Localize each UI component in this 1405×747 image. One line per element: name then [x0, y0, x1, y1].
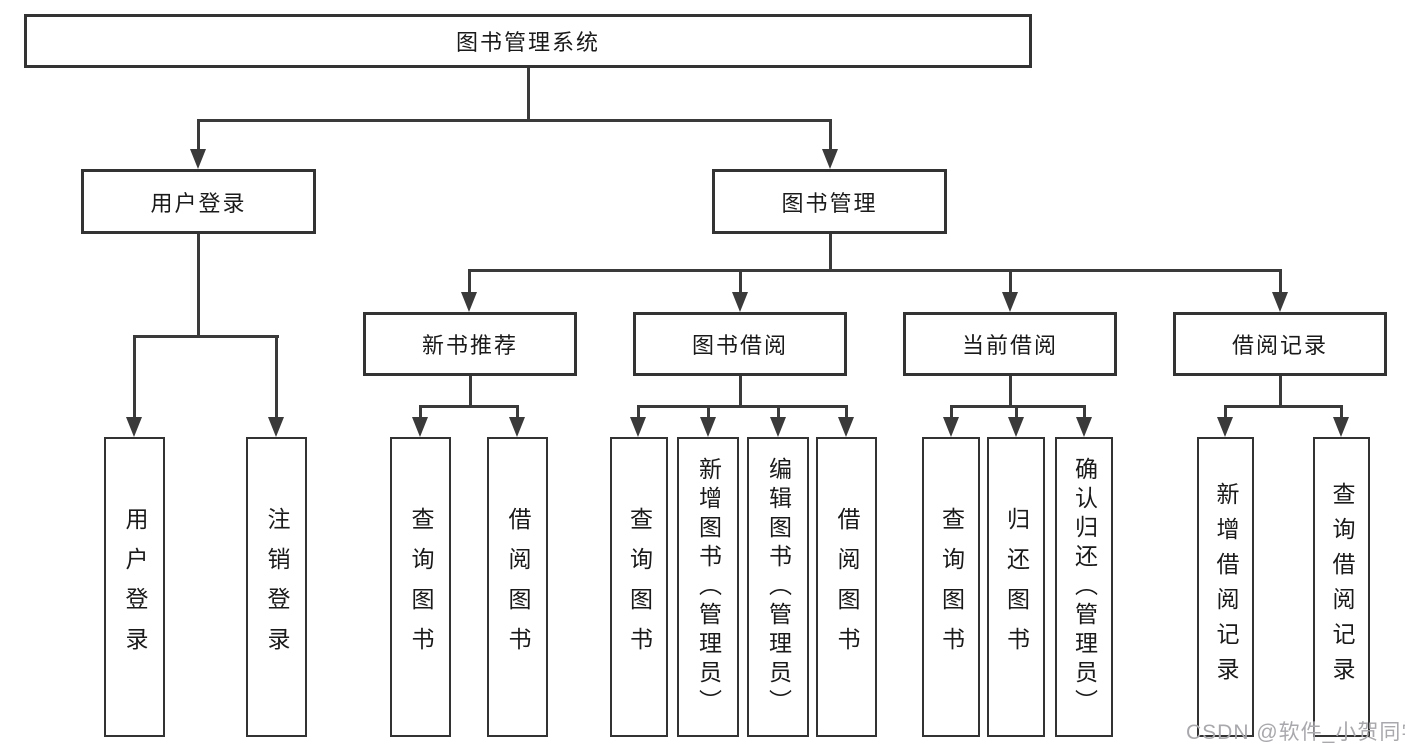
leaf-edit-book-admin: 编辑图书（管理员） — [747, 437, 809, 737]
connector-vline — [637, 405, 640, 419]
node-root-label: 图书管理系统 — [455, 30, 600, 55]
connector-vline — [1340, 405, 1343, 419]
node-root: 图书管理系统 — [24, 14, 1032, 68]
connector-vline — [1015, 405, 1018, 419]
leaf-return-book: 归还图书 — [987, 437, 1045, 737]
connector-vline — [1009, 269, 1012, 294]
connector-vline — [950, 405, 953, 419]
leaf-borrow-books-2-label: 借阅图书 — [834, 507, 860, 667]
leaf-add-borrow-record: 新增借阅记录 — [1197, 437, 1254, 737]
arrowhead-down-icon — [1272, 292, 1288, 312]
connector-vline — [468, 269, 471, 294]
arrowhead-down-icon — [1008, 417, 1024, 437]
leaf-query-books-current: 查询图书 — [922, 437, 980, 737]
arrowhead-down-icon — [838, 417, 854, 437]
leaf-logout-label: 注销登录 — [264, 507, 290, 667]
leaf-borrow-books-recommend-label: 借阅图书 — [505, 507, 531, 667]
leaf-query-books-recommend-label: 查询图书 — [408, 507, 434, 667]
connector-vline — [197, 234, 200, 337]
node-book-management: 图书管理 — [712, 169, 947, 234]
arrowhead-down-icon — [732, 292, 748, 312]
node-borrow-records: 借阅记录 — [1173, 312, 1387, 376]
arrowhead-down-icon — [461, 292, 477, 312]
connector-hline — [133, 335, 279, 338]
connector-vline — [1009, 376, 1012, 408]
connector-vline — [707, 405, 710, 419]
arrowhead-down-icon — [770, 417, 786, 437]
arrowhead-down-icon — [190, 149, 206, 169]
arrowhead-down-icon — [822, 149, 838, 169]
watermark-text: CSDN @软件_小贺同学 — [1186, 721, 1405, 744]
leaf-add-book-admin: 新增图书（管理员） — [677, 437, 739, 737]
connector-hline — [637, 405, 847, 408]
leaf-return-book-label: 归还图书 — [1003, 507, 1030, 667]
connector-hline — [1224, 405, 1343, 408]
leaf-confirm-return-admin: 确认归还（管理员） — [1055, 437, 1113, 737]
arrowhead-down-icon — [1002, 292, 1018, 312]
arrowhead-down-icon — [700, 417, 716, 437]
node-new-book-recommend-label: 新书推荐 — [421, 333, 518, 358]
connector-vline — [739, 269, 742, 294]
connector-vline — [1279, 269, 1282, 294]
connector-vline — [1224, 405, 1227, 419]
connector-vline — [1279, 376, 1282, 408]
leaf-add-borrow-record-label: 新增借阅记录 — [1213, 482, 1239, 692]
connector-vline — [1083, 405, 1086, 419]
arrowhead-down-icon — [412, 417, 428, 437]
leaf-query-borrow-record-label: 查询借阅记录 — [1329, 482, 1355, 692]
leaf-query-books-borrow: 查询图书 — [610, 437, 668, 737]
leaf-logout: 注销登录 — [246, 437, 307, 737]
connector-hline — [468, 269, 1282, 272]
connector-vline — [197, 119, 200, 151]
connector-vline — [275, 335, 278, 419]
arrowhead-down-icon — [1333, 417, 1349, 437]
leaf-user-login-label: 用户登录 — [122, 507, 148, 667]
leaf-borrow-books-2: 借阅图书 — [816, 437, 877, 737]
node-book-borrow-label: 图书借阅 — [691, 333, 788, 358]
leaf-confirm-return-admin-label: 确认归还（管理员） — [1071, 456, 1098, 718]
leaf-query-books-current-label: 查询图书 — [938, 507, 965, 667]
connector-vline — [516, 405, 519, 419]
leaf-query-books-recommend: 查询图书 — [390, 437, 451, 737]
connector-vline — [469, 376, 472, 408]
connector-vline — [845, 405, 848, 419]
node-current-borrow-label: 当前借阅 — [961, 333, 1058, 358]
connector-hline — [950, 405, 1086, 408]
connector-hline — [197, 119, 832, 122]
leaf-add-book-admin-label: 新增图书（管理员） — [695, 456, 722, 718]
node-new-book-recommend: 新书推荐 — [363, 312, 577, 376]
leaf-query-books-borrow-label: 查询图书 — [626, 507, 653, 667]
arrowhead-down-icon — [268, 417, 284, 437]
leaf-borrow-books-recommend: 借阅图书 — [487, 437, 548, 737]
leaf-edit-book-admin-label: 编辑图书（管理员） — [765, 456, 792, 718]
arrowhead-down-icon — [509, 417, 525, 437]
connector-vline — [829, 119, 832, 151]
node-user-login-label: 用户登录 — [150, 190, 247, 216]
connector-vline — [739, 376, 742, 408]
arrowhead-down-icon — [1217, 417, 1233, 437]
connector-vline — [133, 335, 136, 419]
connector-vline — [527, 68, 530, 120]
arrowhead-down-icon — [943, 417, 959, 437]
node-book-management-label: 图书管理 — [781, 190, 878, 216]
leaf-query-borrow-record: 查询借阅记录 — [1313, 437, 1370, 737]
connector-vline — [829, 234, 832, 272]
node-current-borrow: 当前借阅 — [903, 312, 1117, 376]
arrowhead-down-icon — [630, 417, 646, 437]
node-borrow-records-label: 借阅记录 — [1231, 333, 1328, 358]
node-book-borrow: 图书借阅 — [633, 312, 847, 376]
connector-hline — [419, 405, 519, 408]
leaf-user-login: 用户登录 — [104, 437, 165, 737]
node-user-login: 用户登录 — [81, 169, 316, 234]
connector-vline — [777, 405, 780, 419]
arrowhead-down-icon — [1076, 417, 1092, 437]
connector-vline — [419, 405, 422, 419]
arrowhead-down-icon — [126, 417, 142, 437]
